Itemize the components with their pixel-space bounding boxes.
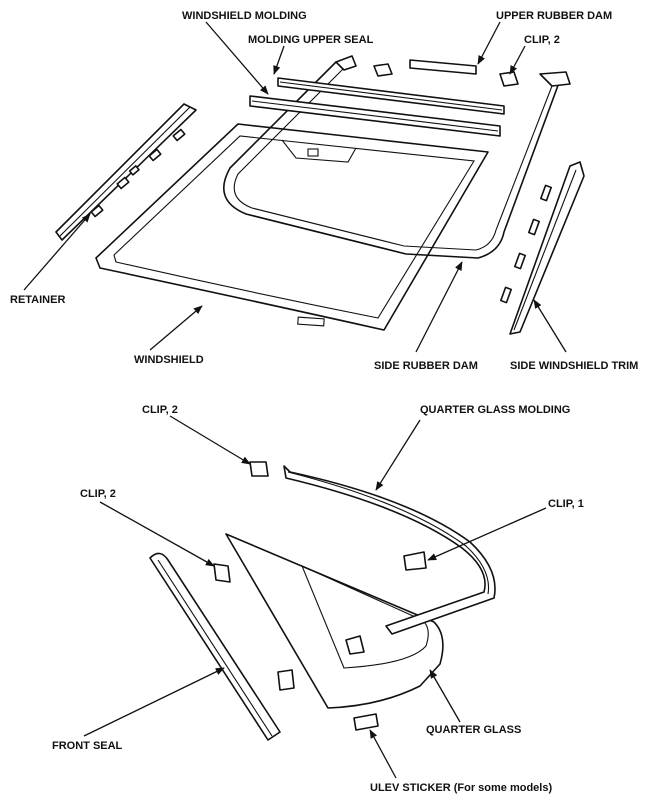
leader-side-rubber-dam <box>415 261 463 353</box>
side-rubber-dam <box>222 55 571 259</box>
side-windshield-trim <box>509 161 585 335</box>
windshield-molding <box>249 95 501 137</box>
label-clip-one: CLIP, 1 <box>548 498 584 510</box>
leader-quarter-glass-molding <box>375 419 421 491</box>
clip-mid-left-part <box>213 563 231 583</box>
label-clip-mid-left: CLIP, 2 <box>80 488 116 500</box>
windshield-glass <box>95 123 489 331</box>
leader-clip-mid-left <box>99 501 215 567</box>
retainer <box>55 103 197 241</box>
label-side-windshield-trim: SIDE WINDSHIELD TRIM <box>510 360 638 372</box>
leader-quarter-glass <box>429 669 461 723</box>
leader-retainer <box>23 213 91 291</box>
top-clip-right <box>499 71 519 87</box>
label-windshield: WINDSHIELD <box>134 354 204 366</box>
leader-ulev-sticker <box>369 729 397 779</box>
label-clip-top: CLIP, 2 <box>524 34 560 46</box>
side-trim-clips <box>499 184 553 304</box>
leader-windshield <box>149 305 203 351</box>
label-retainer: RETAINER <box>10 294 65 306</box>
front-seal <box>149 552 281 741</box>
leader-front-seal <box>83 667 225 737</box>
molding-upper-seal <box>277 77 505 115</box>
top-clip-left <box>373 63 393 77</box>
leader-windshield-molding <box>205 21 269 95</box>
label-ulev-sticker: ULEV STICKER (For some models) <box>370 782 552 794</box>
label-windshield-molding: WINDSHIELD MOLDING <box>182 10 307 22</box>
quarter-glass-molding <box>283 465 496 635</box>
label-front-seal: FRONT SEAL <box>52 740 123 752</box>
front-seal-clip <box>277 669 295 691</box>
retainer-clips <box>90 128 186 218</box>
label-side-rubber-dam: SIDE RUBBER DAM <box>374 360 478 372</box>
ulev-sticker-part <box>353 713 379 731</box>
clip-one-part <box>403 551 427 571</box>
leader-clip-upper-left <box>169 415 251 465</box>
label-upper-rubber-dam: UPPER RUBBER DAM <box>496 10 612 22</box>
label-clip-upper-left: CLIP, 2 <box>142 404 178 416</box>
clip-upper-left-part <box>249 461 269 477</box>
label-molding-upper-seal: MOLDING UPPER SEAL <box>248 34 374 46</box>
leader-side-windshield-trim <box>533 299 567 353</box>
quarter-clip-bottom <box>345 635 365 655</box>
quarter-glass <box>225 533 444 709</box>
label-quarter-glass-molding: QUARTER GLASS MOLDING <box>420 404 570 416</box>
leader-clip-top <box>509 45 526 75</box>
leader-upper-rubber-dam <box>477 21 501 65</box>
leader-molding-upper-seal <box>273 45 285 75</box>
leader-clip-one <box>427 507 547 561</box>
label-quarter-glass: QUARTER GLASS <box>426 724 521 736</box>
upper-rubber-dam <box>409 59 477 75</box>
